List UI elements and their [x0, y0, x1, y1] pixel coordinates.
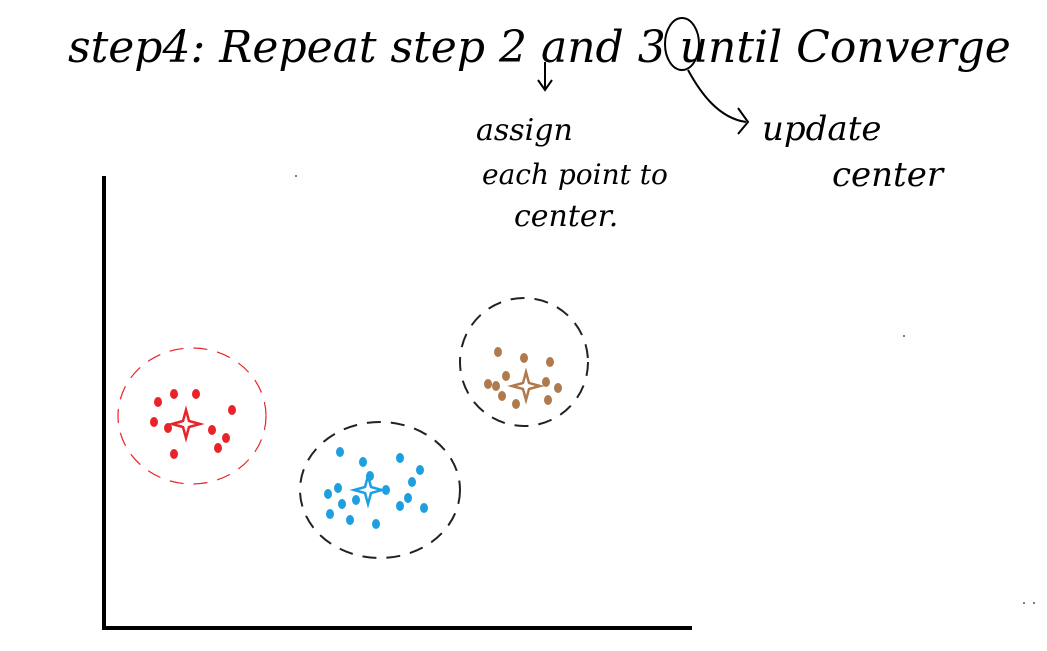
red-cluster-point — [228, 405, 236, 415]
stray-dot — [1033, 602, 1035, 604]
annotation-step3: update center — [762, 109, 945, 195]
red-cluster-point — [164, 423, 172, 433]
brown-cluster-point — [494, 347, 502, 357]
red-cluster-point — [170, 389, 178, 399]
brown-cluster-point — [492, 381, 500, 391]
arrow-step2-icon — [537, 62, 553, 92]
stray-dot — [903, 335, 905, 337]
brown-cluster-point — [542, 377, 550, 387]
blue-cluster-point — [346, 515, 354, 525]
annotation-step3-line2: center — [832, 155, 945, 195]
stray-dot — [1023, 602, 1025, 604]
annotation-step2-line3: center. — [514, 199, 618, 234]
blue-cluster-point — [324, 489, 332, 499]
annotation-step2-line1: assign — [476, 113, 573, 148]
arrow-step3-icon — [687, 69, 750, 135]
blue-cluster — [299, 421, 461, 559]
brown-cluster-point — [502, 371, 510, 381]
blue-cluster-centroid-star-icon — [349, 471, 387, 509]
blue-cluster-point — [396, 501, 404, 511]
annotation-step2: assign each point to center. — [476, 113, 668, 234]
blue-cluster-point — [359, 457, 367, 467]
red-cluster-boundary — [117, 347, 267, 485]
brown-cluster-point — [512, 399, 520, 409]
blue-cluster-point — [336, 447, 344, 457]
blue-cluster-point — [372, 519, 380, 529]
blue-cluster-boundary — [299, 421, 461, 559]
red-cluster — [117, 347, 267, 485]
red-cluster-point — [222, 433, 230, 443]
blue-cluster-point — [326, 509, 334, 519]
blue-cluster-point — [338, 499, 346, 509]
blue-cluster-point — [334, 483, 342, 493]
blue-cluster-point — [404, 493, 412, 503]
red-cluster-point — [208, 425, 216, 435]
brown-cluster-boundary — [459, 297, 589, 427]
blue-cluster-point — [396, 453, 404, 463]
brown-cluster-point — [546, 357, 554, 367]
annotation-step2-line2: each point to — [482, 158, 668, 191]
brown-cluster-point — [554, 383, 562, 393]
blue-cluster-point — [420, 503, 428, 513]
annotation-step3-line1: update — [762, 109, 881, 149]
red-cluster-centroid-star-icon — [167, 405, 205, 443]
brown-cluster-point — [520, 353, 528, 363]
red-cluster-point — [154, 397, 162, 407]
blue-cluster-point — [408, 477, 416, 487]
blue-cluster-point — [352, 495, 360, 505]
red-cluster-point — [192, 389, 200, 399]
red-cluster-point — [214, 443, 222, 453]
red-cluster-point — [150, 417, 158, 427]
brown-cluster-point — [498, 391, 506, 401]
stray-dot — [295, 175, 297, 177]
brown-cluster — [459, 297, 589, 427]
blue-cluster-point — [416, 465, 424, 475]
step3-circle — [664, 17, 700, 71]
brown-cluster-point — [484, 379, 492, 389]
red-cluster-point — [170, 449, 178, 459]
brown-cluster-centroid-star-icon — [507, 367, 545, 405]
heading-text: step4: Repeat step 2 and 3 until Converg… — [68, 22, 1011, 73]
brown-cluster-point — [544, 395, 552, 405]
